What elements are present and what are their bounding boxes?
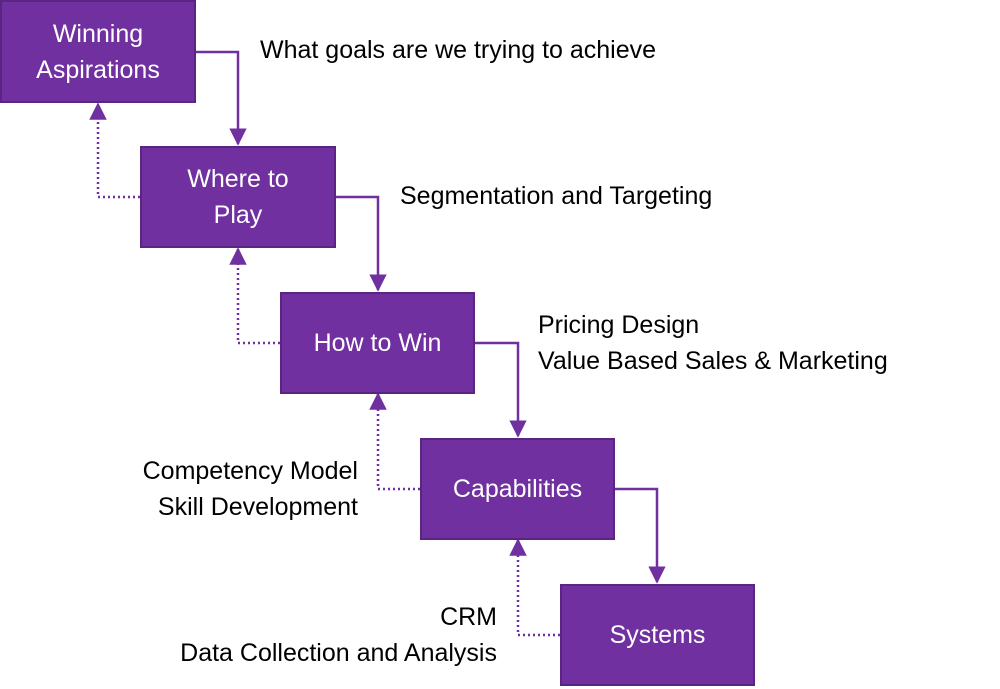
note-line: Skill Development — [157, 493, 358, 521]
note-line: What goals are we trying to achieve — [260, 36, 657, 64]
box-how-to-win: How to Win — [280, 292, 475, 394]
box-systems: Systems — [560, 584, 755, 686]
box-where-to-play: Where to Play — [140, 146, 336, 248]
note-line: Competency Model — [142, 457, 358, 485]
note-where-to-play: Segmentation and Targeting — [400, 178, 712, 214]
note-how-to-win: Pricing Design Value Based Sales & Marke… — [538, 307, 888, 379]
feedback-systems-to-capabilities — [509, 538, 560, 637]
box-capabilities: Capabilities — [420, 438, 615, 540]
note-systems: CRM Data Collection and Analysis — [180, 599, 497, 671]
feedback-how-to-win-to-where-to-play — [229, 247, 280, 345]
feedback-where-to-play-to-aspirations — [89, 102, 140, 199]
note-winning-aspirations: What goals are we trying to achieve — [260, 32, 656, 68]
feedback-capabilities-to-how-to-win — [369, 392, 420, 491]
note-line: CRM — [440, 603, 497, 631]
connector-capabilities-to-systems — [615, 487, 666, 584]
note-line: Data Collection and Analysis — [180, 639, 497, 667]
note-line: Pricing Design — [538, 311, 700, 339]
note-line: Segmentation and Targeting — [400, 182, 713, 210]
box-winning-aspirations: Winning Aspirations — [0, 0, 196, 103]
connector-aspirations-to-where-to-play — [196, 50, 247, 146]
connector-how-to-win-to-capabilities — [475, 341, 527, 438]
note-capabilities: Competency Model Skill Development — [143, 453, 358, 525]
note-line: Value Based Sales & Marketing — [538, 347, 888, 375]
connector-where-to-play-to-how-to-win — [336, 195, 387, 292]
